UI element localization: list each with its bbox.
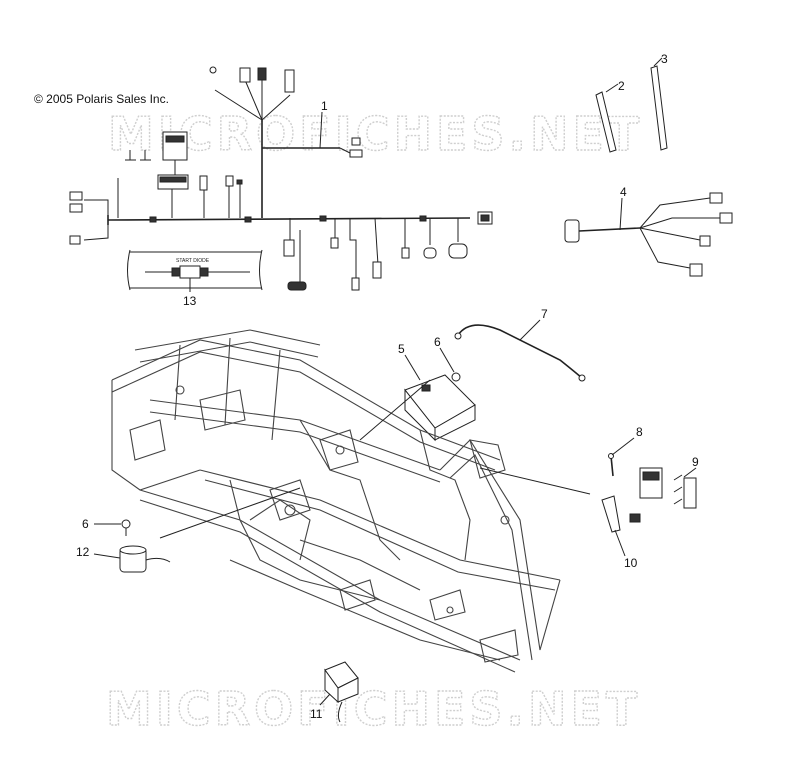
callout-9: 9 bbox=[692, 455, 699, 469]
sub-harness: 4 bbox=[564, 185, 733, 277]
part-11: 11 bbox=[310, 661, 359, 723]
callout-6-lower: 6 bbox=[82, 517, 89, 531]
cable-7: 7 bbox=[454, 307, 586, 382]
atv-frame bbox=[111, 329, 561, 673]
callout-1: 1 bbox=[321, 99, 328, 113]
copyright-notice: © 2005 Polaris Sales Inc. bbox=[34, 92, 169, 106]
callout-2: 2 bbox=[618, 79, 625, 93]
cable-ties: 2 3 bbox=[595, 52, 668, 153]
start-diode-label: START DIODE bbox=[176, 258, 210, 264]
watermark-top: MICROFICHES.NET bbox=[108, 107, 643, 161]
callout-8: 8 bbox=[636, 425, 643, 439]
watermark-bottom: MICROFICHES.NET bbox=[106, 682, 641, 736]
control-module: 5 6 bbox=[398, 335, 476, 442]
main-wiring-harness: 1 bbox=[69, 66, 493, 291]
callout-10: 10 bbox=[624, 556, 638, 570]
callout-13: 13 bbox=[183, 294, 197, 308]
callout-12: 12 bbox=[76, 545, 90, 559]
callout-7: 7 bbox=[541, 307, 548, 321]
callout-5: 5 bbox=[398, 342, 405, 356]
callout-4: 4 bbox=[620, 185, 627, 199]
start-diode-detail: START DIODE 13 bbox=[127, 249, 263, 308]
callout-11: 11 bbox=[310, 707, 323, 721]
callout-6-upper: 6 bbox=[434, 335, 441, 349]
lower-left-parts: 6 12 bbox=[76, 517, 171, 573]
small-hardware: 8 9 10 bbox=[601, 425, 699, 570]
callout-3: 3 bbox=[661, 52, 668, 66]
